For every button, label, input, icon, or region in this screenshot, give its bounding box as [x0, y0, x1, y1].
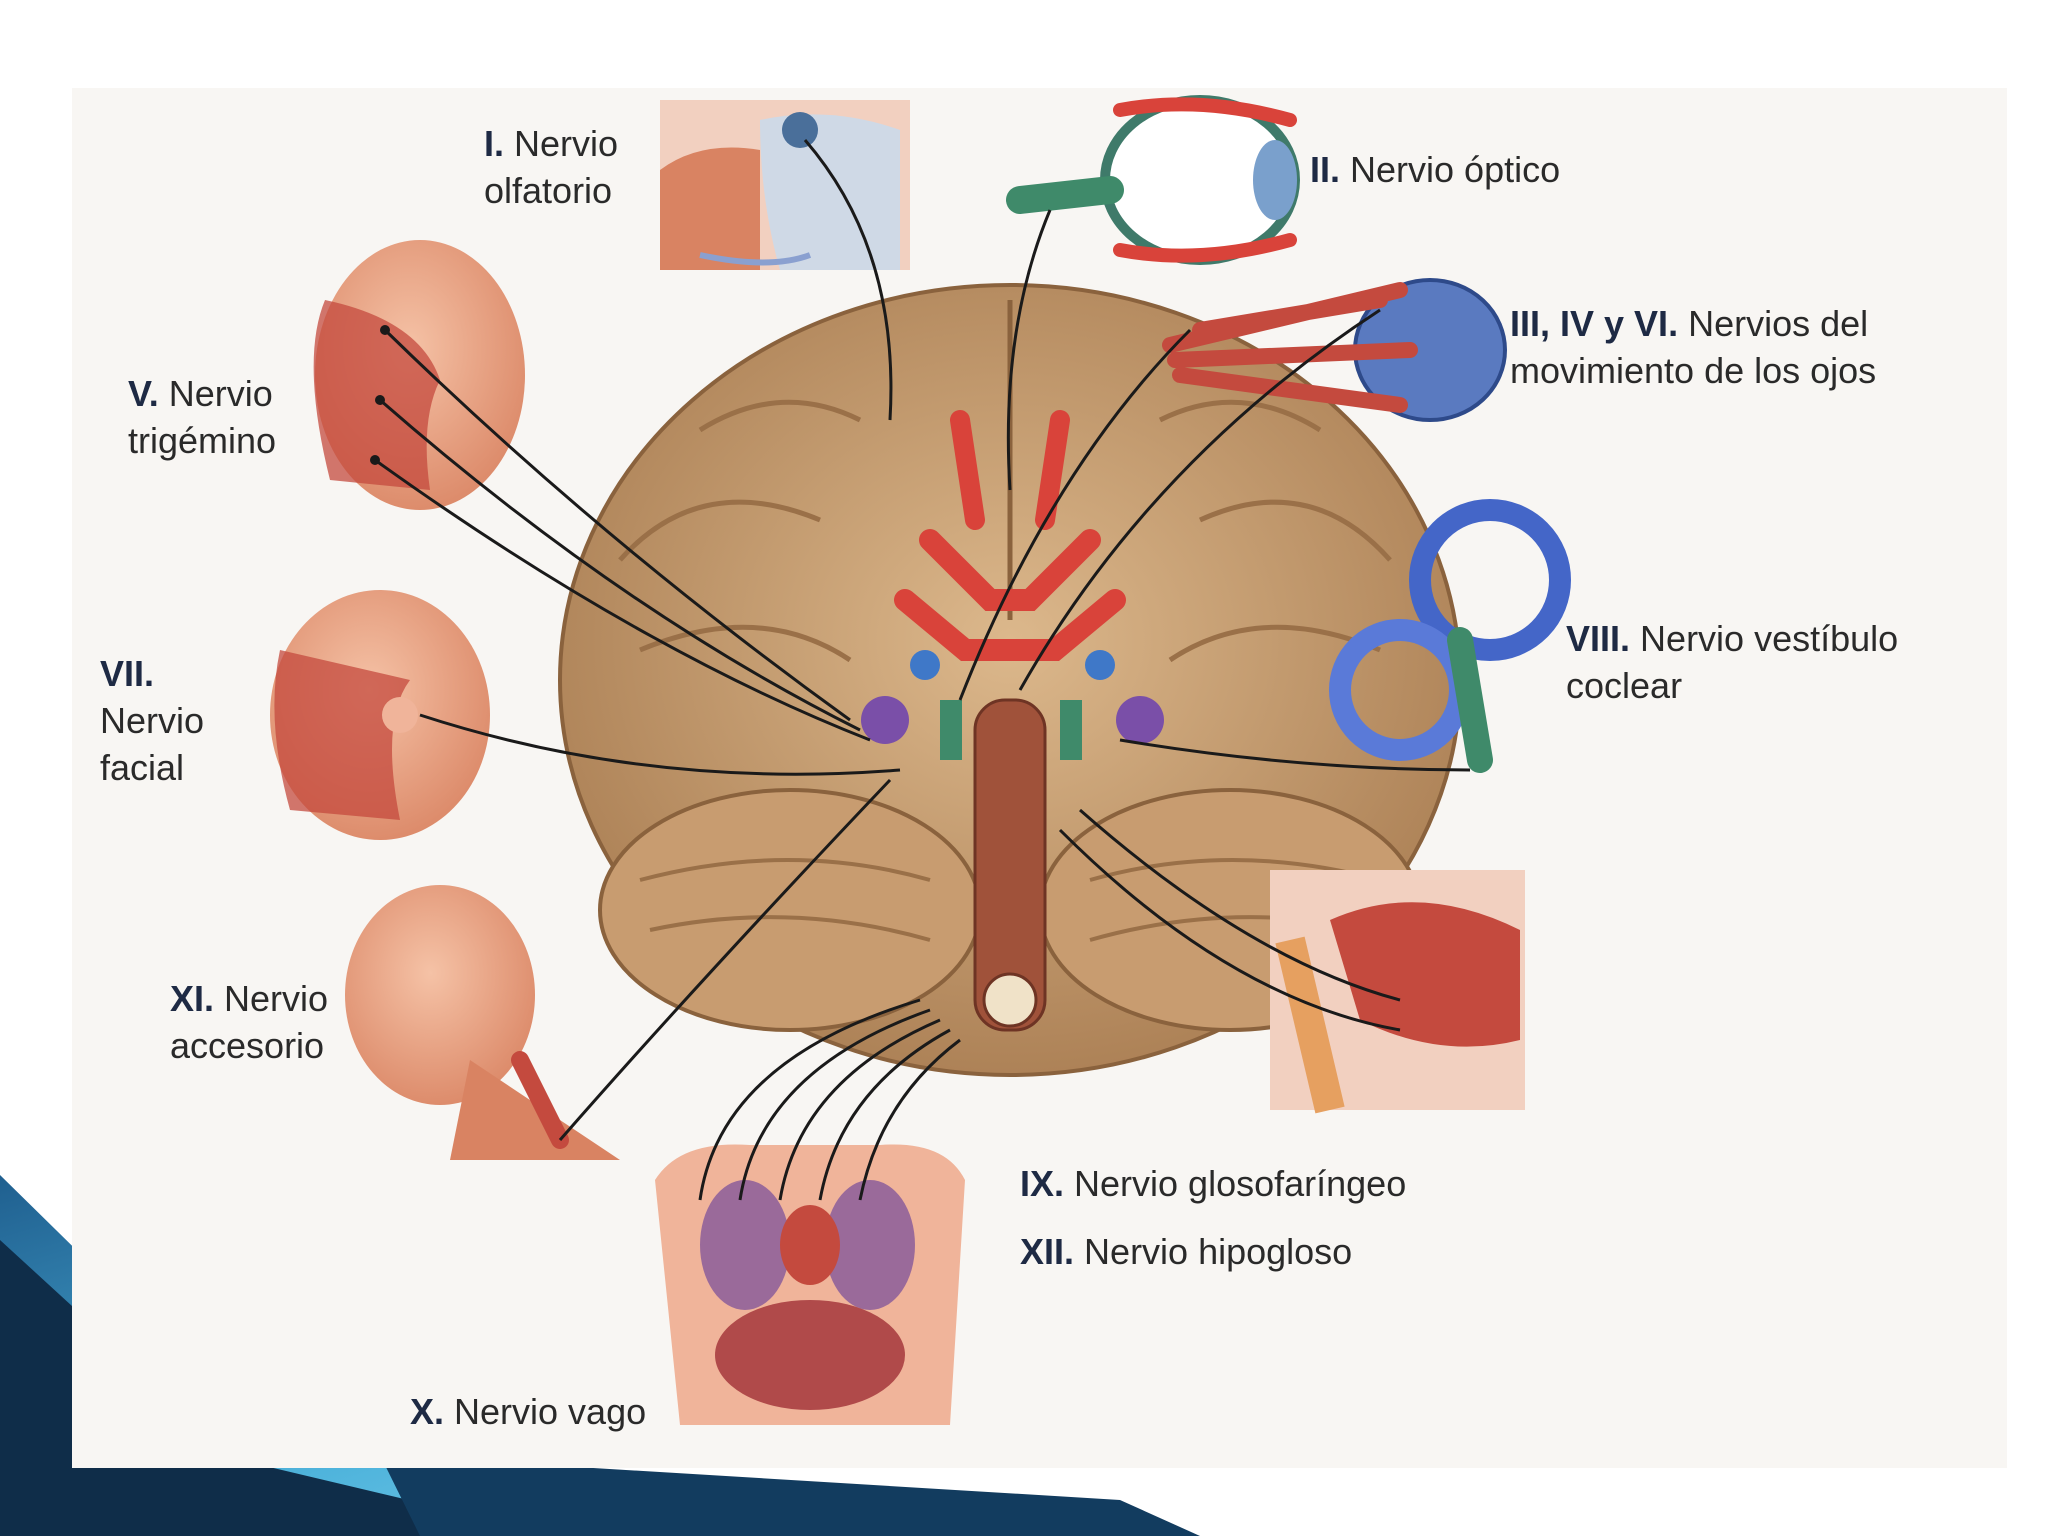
label-ojos-line1: Nervios del — [1688, 303, 1869, 344]
label-facial-line1: Nervio — [100, 700, 205, 741]
throat-tongue-icon — [1270, 870, 1525, 1114]
label-hipogloso-line1: Nervio hipogloso — [1084, 1231, 1353, 1272]
label-trigemino-line1: Nervio — [168, 373, 273, 414]
label-olfatorio-line1: Nervio — [514, 123, 619, 164]
label-accesorio-line2: accesorio — [170, 1025, 325, 1066]
label-vestibulo-num: VIII. — [1566, 618, 1631, 659]
label-accesorio: XI. Nervio accesorio — [170, 975, 328, 1069]
head-facial-icon — [270, 590, 490, 840]
label-vestibulo-line1: Nervio vestíbulo — [1640, 618, 1899, 659]
label-accesorio-line1: Nervio — [224, 978, 329, 1019]
label-olfatorio-line2: olfatorio — [484, 170, 613, 211]
eye-muscles-icon — [1162, 278, 1507, 422]
label-facial-line2: facial — [100, 747, 185, 788]
label-optico-line1: Nervio óptico — [1350, 149, 1561, 190]
label-ojos-num: III, IV y VI. — [1510, 303, 1679, 344]
label-vestibulo: VIII. Nervio vestíbulo coclear — [1566, 615, 1898, 709]
eyeball-icon — [1006, 95, 1300, 265]
label-vago-line1: Nervio vago — [454, 1391, 647, 1432]
label-glosofaringeo-num: IX. — [1020, 1163, 1065, 1204]
label-trigemino-num: V. — [128, 373, 159, 414]
inner-ear-icon — [1329, 499, 1571, 773]
label-hipogloso: XII. Nervio hipogloso — [1020, 1228, 1352, 1275]
label-facial-num: VII. — [100, 653, 155, 694]
label-glosofaringeo-line1: Nervio glosofaríngeo — [1074, 1163, 1407, 1204]
nose-cross-section-icon — [660, 100, 910, 270]
label-ojos-line2: movimiento de los ojos — [1510, 350, 1877, 391]
label-vago: X. Nervio vago — [410, 1388, 646, 1435]
label-glosofaringeo: IX. Nervio glosofaríngeo — [1020, 1160, 1406, 1207]
label-olfatorio: I. Nervio olfatorio — [484, 120, 618, 214]
label-trigemino-line2: trigémino — [128, 420, 277, 461]
label-facial: VII. Nervio facial — [100, 650, 204, 791]
head-trigeminal-icon — [313, 240, 525, 510]
label-hipogloso-num: XII. — [1020, 1231, 1075, 1272]
torso-organs-icon — [655, 1144, 965, 1425]
label-vestibulo-line2: coclear — [1566, 665, 1683, 706]
label-ojos: III, IV y VI. Nervios del movimiento de … — [1510, 300, 1876, 394]
label-olfatorio-num: I. — [484, 123, 505, 164]
label-optico-num: II. — [1310, 149, 1341, 190]
label-vago-num: X. — [410, 1391, 445, 1432]
label-optico: II. Nervio óptico — [1310, 146, 1560, 193]
nerve-lines — [374, 139, 1471, 1201]
label-accesorio-num: XI. — [170, 978, 215, 1019]
neck-accessory-icon — [345, 885, 620, 1160]
label-trigemino: V. Nervio trigémino — [128, 370, 276, 464]
brain-underside-icon — [558, 283, 1462, 1077]
